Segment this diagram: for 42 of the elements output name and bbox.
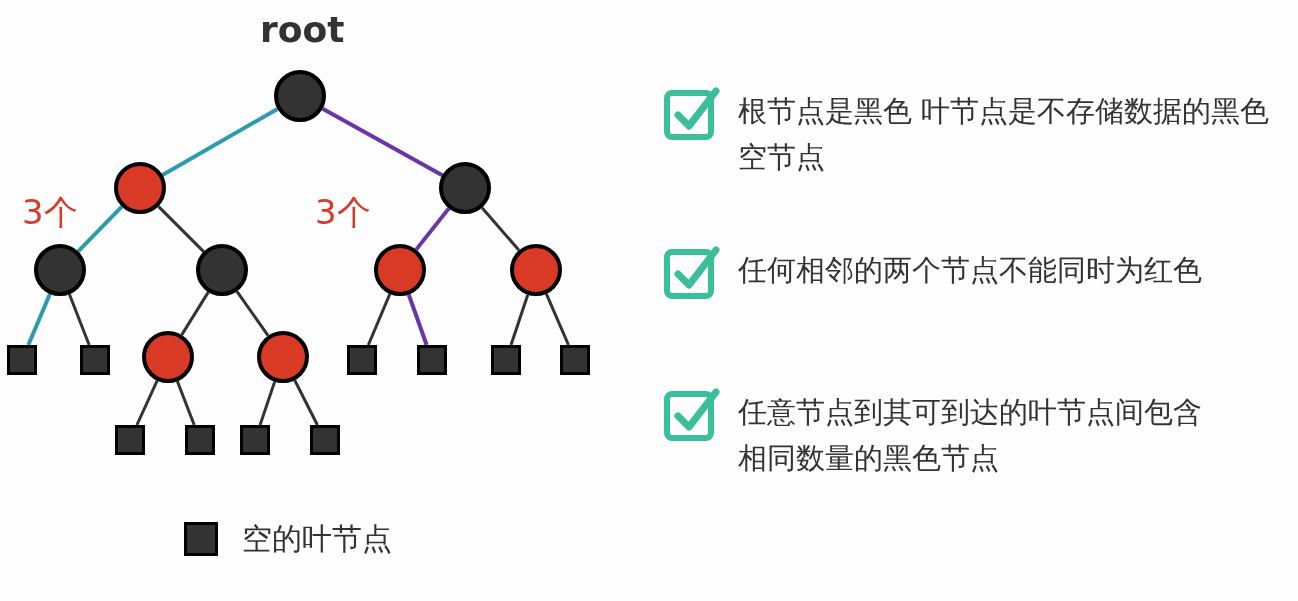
leaf-square: [560, 345, 590, 375]
leaf-square: [80, 345, 110, 375]
leaf-square: [417, 345, 447, 375]
tree-edge: [68, 293, 91, 346]
tree-node: [34, 244, 86, 296]
tree-node: [374, 244, 426, 296]
tree-edge: [175, 380, 196, 426]
tree-edge: [509, 294, 530, 346]
tree-edge: [544, 293, 570, 346]
tree-edge: [258, 381, 277, 426]
tree-edge: [135, 380, 159, 426]
tree-node: [142, 331, 194, 383]
tree-edge: [161, 107, 279, 177]
legend-label: 空的叶节点: [242, 520, 392, 558]
tree-edge: [366, 293, 392, 346]
tree-edge: [76, 205, 124, 253]
rule-text: 根节点是黑色 叶节点是不存储数据的黑色空节点: [738, 93, 1271, 176]
tree-edge: [321, 106, 444, 178]
tree-edge: [180, 291, 210, 336]
rule-text: 任意节点到其可到达的叶节点间包含相同数量的黑色节点: [738, 394, 1203, 477]
leaf-square: [115, 425, 145, 455]
tree-edge: [480, 206, 521, 252]
tree-edge: [26, 293, 52, 346]
leaf-square: [7, 345, 37, 375]
tree-node: [114, 162, 166, 214]
tree-edge: [157, 205, 205, 253]
rule-text: 任何相邻的两个节点不能同时为红色: [738, 252, 1203, 289]
leaf-square: [185, 425, 215, 455]
tree-node: [439, 162, 491, 214]
tree-node: [510, 244, 562, 296]
count-label: 3个: [22, 191, 78, 234]
tree-edge: [293, 379, 319, 426]
leaf-square: [240, 425, 270, 455]
tree-edge: [406, 293, 429, 346]
tree-node: [257, 331, 309, 383]
tree-node: [196, 244, 248, 296]
leaf-square: [491, 345, 521, 375]
leaf-square: [347, 345, 377, 375]
leaf-square: [310, 425, 340, 455]
tree-edge: [235, 290, 270, 337]
tree-edge: [414, 207, 451, 251]
count-label: 3个: [315, 191, 371, 234]
